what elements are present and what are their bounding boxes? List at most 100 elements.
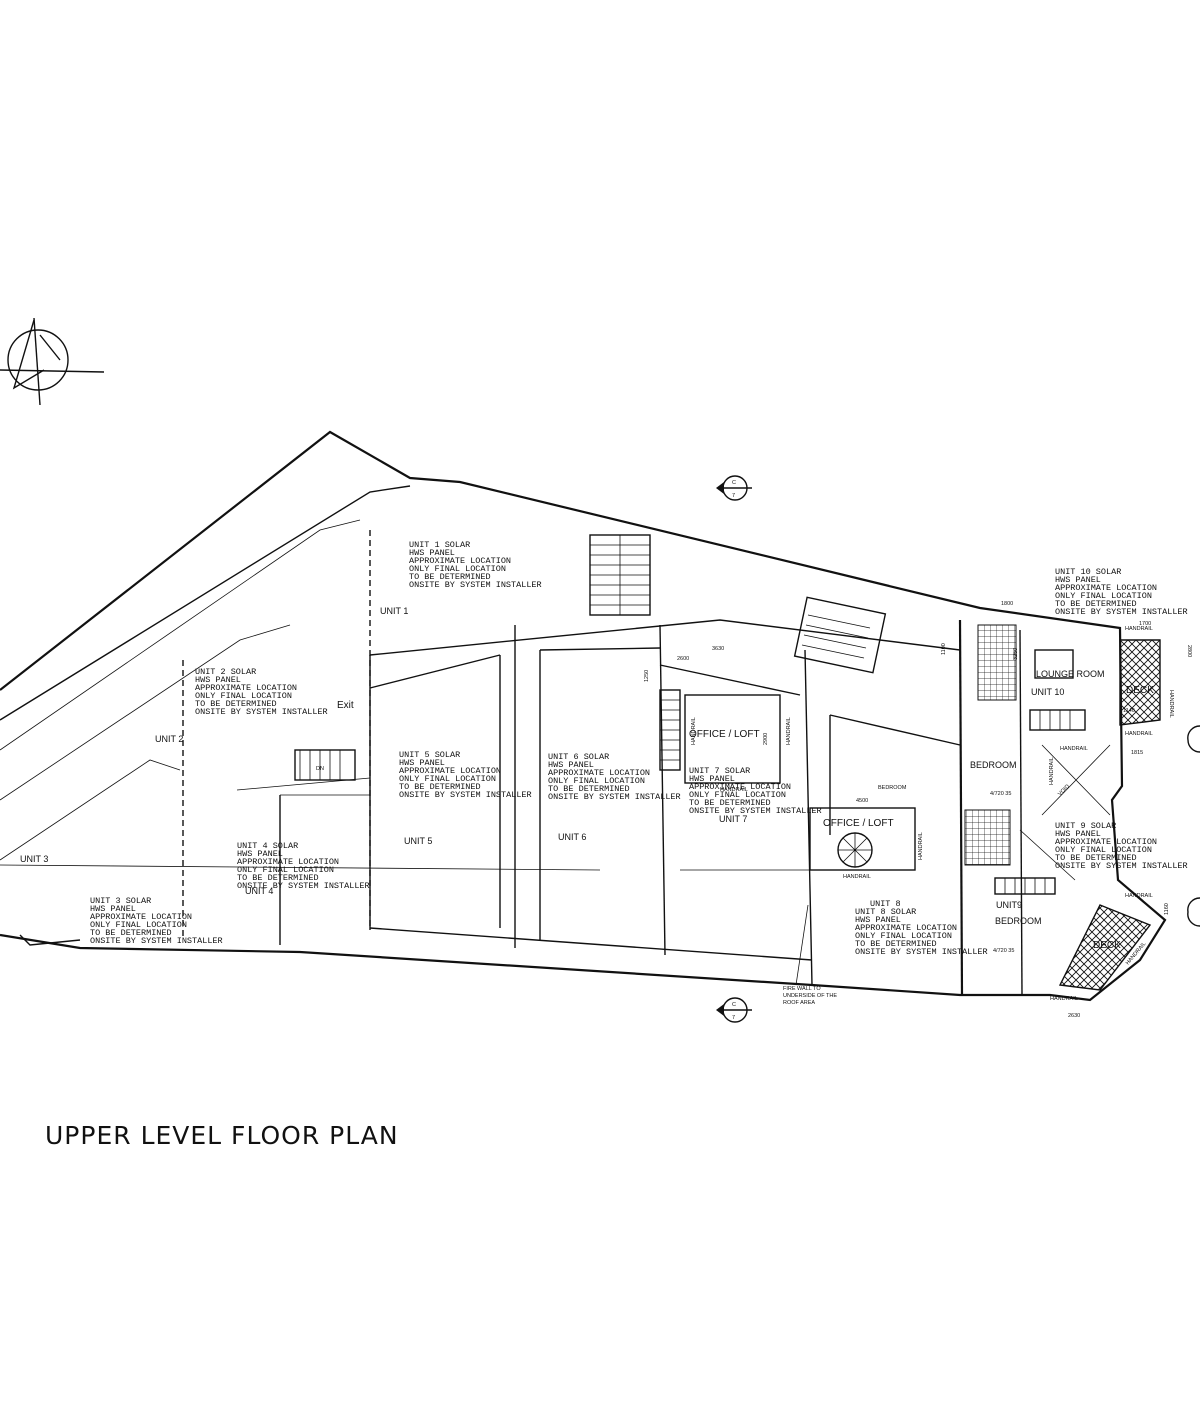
firewall-line-1: FIRE WALL TO: [783, 986, 821, 992]
office-loft-label-2: OFFICE / LOFT: [823, 818, 894, 829]
deck-area-1: [1119, 639, 1161, 726]
solar-note-unit-7: UNIT 7 SOLAR HWS PANEL APPROXIMATE LOCAT…: [689, 766, 822, 816]
section-number-top: 7: [732, 493, 735, 499]
dim-13: 2900: [763, 733, 769, 745]
unit-4-label: UNIT 4: [245, 886, 273, 896]
svg-text:UNIT 5 SOLAR: UNIT 5 SOLAR: [399, 750, 460, 760]
svg-text:APPROXIMATE LOCATION: APPROXIMATE LOCATION: [90, 912, 192, 922]
svg-text:APPROXIMATE LOCATION: APPROXIMATE LOCATION: [689, 782, 791, 792]
section-letter-top: C: [732, 480, 736, 486]
unit-9-label: UNIT9: [996, 900, 1022, 910]
svg-text:TO BE DETERMINED: TO BE DETERMINED: [1055, 599, 1137, 609]
exit-label: Exit: [337, 700, 354, 711]
section-number-bottom: 7: [732, 1015, 735, 1021]
svg-text:ONLY FINAL LOCATION: ONLY FINAL LOCATION: [237, 865, 334, 875]
dn-label: DN: [316, 766, 324, 772]
void-markers: [1019, 744, 1111, 881]
dim-11: 4/720 35: [993, 948, 1014, 954]
dim-16: 2800: [1186, 645, 1192, 657]
svg-text:ONSITE BY SYSTEM INSTALLER: ONSITE BY SYSTEM INSTALLER: [237, 881, 370, 891]
svg-text:TO BE DETERMINED: TO BE DETERMINED: [855, 939, 937, 949]
svg-text:ONSITE BY SYSTEM INSTALLER: ONSITE BY SYSTEM INSTALLER: [195, 707, 328, 717]
office-loft-box-1: [684, 694, 781, 784]
handrail-label-2: HANDRAIL: [843, 874, 871, 880]
unit-5-label: UNIT 5: [404, 836, 432, 846]
svg-text:ONLY FINAL LOCATION: ONLY FINAL LOCATION: [689, 790, 786, 800]
dim-1: 2600: [677, 656, 689, 662]
unit-1-label: UNIT 1: [380, 606, 408, 616]
dim-3: 1800: [1001, 601, 1013, 607]
svg-text:ONSITE BY SYSTEM INSTALLER: ONSITE BY SYSTEM INSTALLER: [399, 790, 532, 800]
svg-text:ONSITE BY SYSTEM INSTALLER: ONSITE BY SYSTEM INSTALLER: [1055, 861, 1188, 871]
svg-text:HWS PANEL: HWS PANEL: [409, 548, 455, 558]
svg-text:HWS PANEL: HWS PANEL: [548, 760, 594, 770]
right-marker-arc-1: [1187, 725, 1200, 753]
firewall-line-2: UNDERSIDE OF THE: [783, 993, 837, 999]
bathroom-tile-1: [977, 624, 1017, 701]
svg-text:APPROXIMATE LOCATION: APPROXIMATE LOCATION: [237, 857, 339, 867]
solar-note-unit-2: UNIT 2 SOLAR HWS PANEL APPROXIMATE LOCAT…: [195, 667, 328, 717]
handrail-label-3: HANDRAIL: [1125, 626, 1153, 632]
unit-6-label: UNIT 6: [558, 832, 586, 842]
solar-note-unit-10: UNIT 10 SOLAR HWS PANEL APPROXIMATE LOCA…: [1055, 567, 1188, 617]
svg-text:UNIT 9 SOLAR: UNIT 9 SOLAR: [1055, 821, 1116, 831]
solar-note-unit-9: UNIT 9 SOLAR HWS PANEL APPROXIMATE LOCAT…: [1055, 821, 1188, 871]
svg-text:UNIT 8: UNIT 8: [870, 899, 901, 909]
section-letter-bottom: C: [732, 1002, 736, 1008]
dim-12: 1250: [644, 670, 650, 682]
firewall-line-3: ROOF AREA: [783, 1000, 815, 1006]
svg-text:APPROXIMATE LOCATION: APPROXIMATE LOCATION: [399, 766, 501, 776]
handrail-label-7: HANDRAIL: [1060, 746, 1088, 752]
svg-text:APPROXIMATE LOCATION: APPROXIMATE LOCATION: [195, 683, 297, 693]
svg-text:ONLY FINAL LOCATION: ONLY FINAL LOCATION: [399, 774, 496, 784]
deck-area-2: [1058, 904, 1152, 991]
bedroom-label-1: BEDROOM: [970, 760, 1017, 770]
section-marker-bottom: C 7: [716, 997, 752, 1023]
handrail-label-4: HANDRAIL: [1125, 731, 1153, 737]
svg-text:HWS PANEL: HWS PANEL: [399, 758, 445, 768]
handrail-label-9: HANDRAIL: [786, 717, 792, 745]
bathroom-tile-2: [964, 809, 1011, 866]
svg-text:TO BE DETERMINED: TO BE DETERMINED: [195, 699, 277, 709]
svg-text:HWS PANEL: HWS PANEL: [1055, 829, 1101, 839]
solar-note-unit-8: UNIT 8 UNIT 8 SOLAR HWS PANEL APPROXIMAT…: [855, 899, 988, 957]
svg-text:HWS PANEL: HWS PANEL: [855, 915, 901, 925]
svg-text:HWS PANEL: HWS PANEL: [237, 849, 283, 859]
svg-text:APPROXIMATE LOCATION: APPROXIMATE LOCATION: [1055, 583, 1157, 593]
svg-text:ONSITE BY SYSTEM INSTALLER: ONSITE BY SYSTEM INSTALLER: [855, 947, 988, 957]
svg-text:ONLY FINAL LOCATION: ONLY FINAL LOCATION: [409, 564, 506, 574]
svg-text:ONSITE BY SYSTEM INSTALLER: ONSITE BY SYSTEM INSTALLER: [1055, 607, 1188, 617]
building-outline: [0, 430, 1167, 1002]
svg-text:TO BE DETERMINED: TO BE DETERMINED: [1055, 853, 1137, 863]
dim-8: 4500: [856, 798, 868, 804]
unit-walls: [0, 530, 1023, 996]
section-marker-top: C 7: [716, 475, 752, 501]
svg-text:TO BE DETERMINED: TO BE DETERMINED: [409, 572, 491, 582]
svg-text:ONLY FINAL LOCATION: ONLY FINAL LOCATION: [195, 691, 292, 701]
svg-text:ONLY FINAL LOCATION: ONLY FINAL LOCATION: [1055, 845, 1152, 855]
svg-text:TO BE DETERMINED: TO BE DETERMINED: [689, 798, 771, 808]
solar-note-unit-6: UNIT 6 SOLAR HWS PANEL APPROXIMATE LOCAT…: [548, 752, 681, 802]
svg-text:ONSITE BY SYSTEM INSTALLER: ONSITE BY SYSTEM INSTALLER: [409, 580, 542, 590]
unit-2-label: UNIT 2: [155, 734, 183, 744]
svg-text:ONSITE BY SYSTEM INSTALLER: ONSITE BY SYSTEM INSTALLER: [548, 792, 681, 802]
svg-text:APPROXIMATE LOCATION: APPROXIMATE LOCATION: [409, 556, 511, 566]
dim-7: 1815: [1131, 750, 1143, 756]
bedroom-label-2: BEDROOM: [995, 916, 1042, 926]
dim-6: 1160: [1164, 903, 1170, 915]
svg-text:UNIT 3 SOLAR: UNIT 3 SOLAR: [90, 896, 151, 906]
bedroom-label-small: BEDROOM: [878, 785, 907, 791]
svg-text:ONLY FINAL LOCATION: ONLY FINAL LOCATION: [855, 931, 952, 941]
handrail-label-11: HANDRAIL: [1049, 757, 1055, 785]
deck-label-2: DECK: [1093, 940, 1121, 951]
unit-7-label: UNIT 7: [719, 814, 747, 824]
firewall-note: FIRE WALL TO UNDERSIDE OF THE ROOF AREA: [783, 904, 837, 1006]
svg-text:ONSITE BY SYSTEM INSTALLER: ONSITE BY SYSTEM INSTALLER: [689, 806, 822, 816]
solar-note-unit-3: UNIT 3 SOLAR HWS PANEL APPROXIMATE LOCAT…: [90, 896, 223, 946]
solar-note-unit-5: UNIT 5 SOLAR HWS PANEL APPROXIMATE LOCAT…: [399, 750, 532, 800]
svg-text:APPROXIMATE LOCATION: APPROXIMATE LOCATION: [548, 768, 650, 778]
stairs: [294, 534, 1086, 895]
svg-text:ONLY FINAL LOCATION: ONLY FINAL LOCATION: [90, 920, 187, 930]
svg-text:UNIT 7 SOLAR: UNIT 7 SOLAR: [689, 766, 750, 776]
